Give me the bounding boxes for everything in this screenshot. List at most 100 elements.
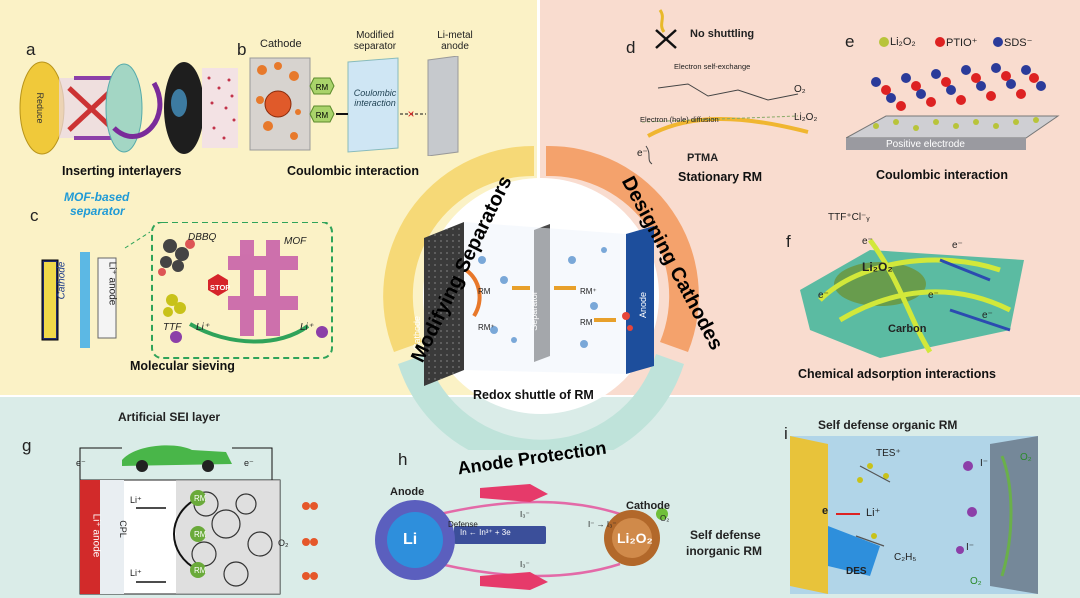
li-label-g-2: Li⁺ [130, 568, 142, 578]
carbon-label: Carbon [888, 323, 927, 335]
cpl-label: CPL [117, 520, 128, 538]
ptio-sds-electrode-illustration [846, 63, 1060, 150]
li-ion-label-1: Li⁺ [196, 322, 210, 333]
electron-label-g-2: e⁻ [244, 458, 254, 468]
electron-label-f-5: e⁻ [982, 310, 993, 321]
li-metal-anode-label: Li-metal anode [437, 30, 473, 52]
positive-electrode-label: Positive electrode [886, 139, 965, 150]
svg-text:×: × [407, 107, 414, 121]
panel-g-letter: g [22, 436, 32, 455]
panel-b-caption: Coulombic interaction [287, 164, 419, 178]
legend-sds: SDS⁻ [1004, 37, 1033, 49]
iodide-label-1: I⁻ [980, 458, 989, 469]
panel-c-letter: c [30, 206, 39, 225]
i3-label-top: I₃⁻ [520, 510, 530, 519]
center-caption: Redox shuttle of RM [473, 388, 594, 402]
center-rm-plus-2: RM⁺ [580, 287, 597, 296]
center-rm-1: RM [478, 287, 491, 296]
ptma-illustration [641, 9, 809, 165]
mof-label: MOF [284, 236, 307, 247]
panel-d-caption: Stationary RM [678, 170, 763, 184]
ptma-label: PTMA [687, 152, 719, 164]
li-anode-label-g: Li⁺ anode [90, 513, 102, 558]
panel-i-letter: i [784, 424, 788, 443]
electron-label-i: e [822, 505, 829, 517]
stop-label: STOP [210, 283, 231, 292]
no-shuttling-label: No shuttling [690, 28, 755, 40]
panel-h-letter: h [398, 450, 408, 469]
li-label-i: Li⁺ [866, 507, 881, 519]
mof-separator-label-1: MOF-based [64, 190, 130, 204]
i-to-i3-label: I⁻ → I₃⁻ [588, 520, 617, 529]
electron-label-d: e⁻ [637, 148, 648, 159]
coulombic-separator-illustration: RM RM × [249, 56, 459, 156]
anode-label-h: Anode [390, 486, 425, 498]
legend-ptio: PTIO⁺ [946, 37, 978, 49]
legend-li2o2: Li₂O₂ [890, 36, 916, 48]
ttf-cl-label: TTF⁺Cl⁻ᵧ [828, 212, 870, 223]
electron-hole-diffusion-label: Electron (hole) diffusion [640, 115, 719, 124]
electron-label-g-1: e⁻ [76, 458, 86, 468]
o2-label-d: O₂ [794, 84, 806, 95]
electron-label-f-1: e⁻ [862, 236, 873, 247]
modified-separator-label: Modified separator [353, 30, 397, 52]
cathode-label-h: Cathode [626, 500, 670, 512]
interlayer-illustration: Reduce [19, 61, 238, 155]
in-equation-label: In ← In³⁺ + 3e [460, 528, 511, 537]
li2o2-label-h: Li₂O₂ [617, 530, 653, 546]
cathode-label: Cathode [260, 38, 302, 50]
rm-label-g-1: RM [194, 494, 207, 503]
coulombic-interaction-inline: Coulombic interaction [353, 88, 397, 108]
panel-a-caption: Inserting interlayers [62, 164, 182, 178]
center-ring [383, 145, 699, 450]
panel-f-letter: f [786, 232, 791, 251]
organic-rm-illustration [790, 436, 1038, 594]
cathode-vertical-label: Cathode [56, 261, 68, 300]
electron-label-f-2: e⁻ [952, 240, 963, 251]
o2-label-h: O₂ [660, 514, 670, 523]
inorganic-rm-illustration [375, 484, 668, 590]
electron-label-f-3: e⁻ [818, 290, 829, 301]
rm-hex-text-2: RM [316, 111, 329, 120]
molecular-sieving-illustration [41, 222, 333, 359]
organic-rm-title: Self defense organic RM [818, 418, 958, 432]
defense-label: Defense [448, 520, 478, 529]
panel-b-letter: b [237, 40, 247, 59]
center-rm-2: RM [580, 318, 593, 327]
c2h5-label: C₂H₅ [894, 552, 917, 563]
mof-separator-label-2: separator [70, 204, 125, 218]
dbbq-label: DBBQ [188, 232, 217, 243]
panel-a-letter: a [26, 40, 36, 59]
carbon-surface-illustration [800, 238, 1024, 358]
self-exchange-label: Electron self-exchange [674, 62, 751, 71]
o2-label-i-2: O₂ [970, 576, 982, 587]
panel-c-caption: Molecular sieving [130, 359, 235, 373]
sei-layer-illustration [79, 445, 318, 595]
rm-label-g-3: RM [194, 566, 207, 575]
li-center-label-h: Li [403, 531, 418, 548]
li2o2-label-f: Li₂O₂ [862, 260, 893, 274]
o2-label-i-1: O₂ [1020, 452, 1032, 463]
inorganic-caption-2: inorganic RM [686, 544, 763, 558]
panel-f-caption: Chemical adsorption interactions [798, 367, 996, 381]
li2o2-label-d: Li₂O₂ [794, 112, 818, 123]
ttf-label: TTF [163, 322, 182, 333]
des-label: DES [846, 566, 867, 577]
tes-label: TES⁺ [876, 448, 901, 459]
center-anode-label: Anode [638, 291, 649, 319]
li-label-g-1: Li⁺ [130, 495, 142, 505]
rm-hex-text-1: RM [316, 83, 329, 92]
reduce-text: Reduce [35, 92, 45, 123]
inorganic-caption-1: Self defense [690, 528, 761, 542]
li-anode-vertical-label: Li⁺ anode [106, 261, 118, 306]
panel-e-letter: e [845, 32, 855, 51]
panel-e-legend-markers [879, 37, 1003, 47]
rm-label-g-2: RM [194, 530, 207, 539]
i3-label-bottom: I₃⁻ [520, 560, 530, 569]
iodide-label-2: I⁻ [966, 542, 975, 553]
center-rm-plus-1: RM⁺ [478, 323, 495, 332]
artificial-sei-title: Artificial SEI layer [118, 410, 221, 424]
center-separator-label: Separator [528, 291, 539, 331]
electron-label-f-4: e⁻ [928, 290, 939, 301]
o2-label-g: O₂ [278, 538, 289, 548]
